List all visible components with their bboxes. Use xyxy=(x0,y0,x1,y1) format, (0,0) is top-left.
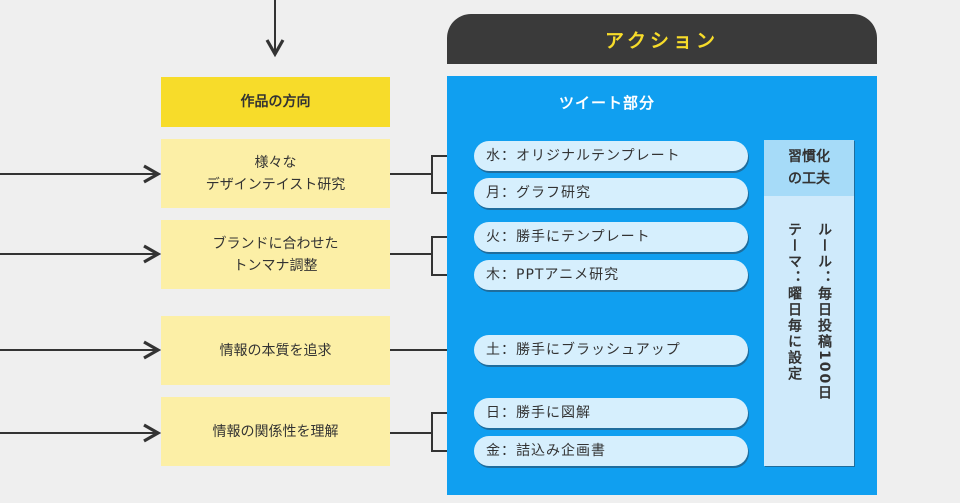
action-item: 日：勝手に図解 xyxy=(474,398,748,428)
habit-box: 習慣化 の工夫 ルール：毎日投稿100日 テーマ：曜日毎に設定 xyxy=(764,140,854,466)
action-header: アクション xyxy=(447,14,877,64)
action-item: 火：勝手にテンプレート xyxy=(474,222,748,252)
habit-rule: ルール：毎日投稿100日 xyxy=(816,222,832,402)
panel-title: ツイート部分 xyxy=(558,94,655,112)
direction-box: 様々な デザインテイスト研究 xyxy=(161,139,390,208)
action-item: 月：グラフ研究 xyxy=(474,178,748,208)
action-item: 土：勝手にブラッシュアップ xyxy=(474,335,748,365)
habit-title: 習慣化 の工夫 xyxy=(764,140,854,196)
direction-box: ブランドに合わせた トンマナ調整 xyxy=(161,220,390,289)
direction-box: 情報の関係性を理解 xyxy=(161,397,390,466)
habit-theme: テーマ：曜日毎に設定 xyxy=(786,222,802,382)
direction-box: 情報の本質を追求 xyxy=(161,316,390,385)
direction-header: 作品の方向 xyxy=(161,77,390,127)
action-item: 水：オリジナルテンプレート xyxy=(474,141,748,171)
action-item: 金：詰込み企画書 xyxy=(474,436,748,466)
tweet-panel: ツイート部分 水：オリジナルテンプレート 月：グラフ研究 火：勝手にテンプレート… xyxy=(447,76,877,495)
action-item: 木：PPTアニメ研究 xyxy=(474,260,748,290)
